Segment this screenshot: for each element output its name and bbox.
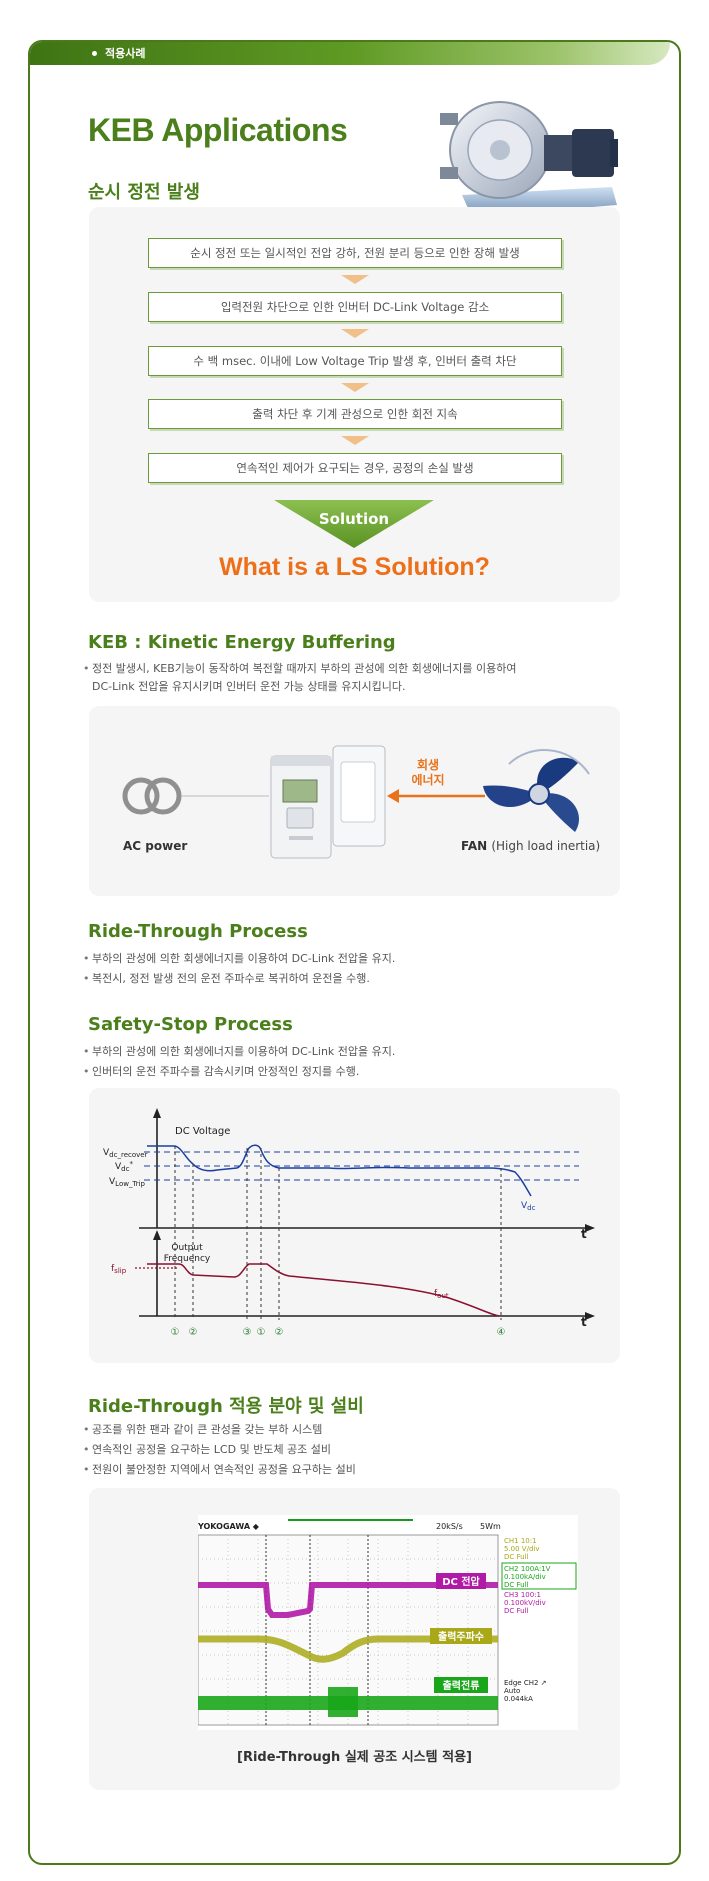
scope-ch3-line2: 0.100kV/div — [504, 1599, 546, 1607]
fan-icon — [483, 749, 590, 832]
scope-ch1-line3: DC Full — [504, 1553, 529, 1561]
scope-ch2-line2: 0.100kA/div — [504, 1573, 546, 1581]
event-marker-3: ③ — [243, 1327, 252, 1338]
flow-step-5: 연속적인 제어가 요구되는 경우, 공정의 손실 발생 — [148, 453, 562, 483]
flow-step-3: 수 백 msec. 이내에 Low Voltage Trip 발생 후, 인버터… — [148, 346, 562, 376]
dc-voltage-label: DC Voltage — [175, 1126, 230, 1137]
keb-description: 정전 발생시, KEB기능이 동작하여 복전할 때까지 부하의 관성에 의한 회… — [83, 660, 517, 696]
fan-label: FAN — [461, 839, 488, 853]
section-heading-ride-through: Ride-Through Process — [88, 921, 308, 942]
fan-caption: FAN (High load inertia) — [461, 839, 600, 853]
flow-step-2: 입력전원 차단으로 인한 인버터 DC-Link Voltage 감소 — [148, 292, 562, 322]
flow-arrow-icon — [341, 383, 369, 392]
application-bullet-1: 공조를 위한 팬과 같이 큰 관성을 갖는 부하 시스템 — [83, 1421, 322, 1439]
inverter-icon — [270, 755, 332, 859]
solution-arrow-icon — [274, 500, 434, 548]
scope-trigger-line1: Edge CH2 ↗ — [504, 1679, 547, 1687]
section-heading-power-failure: 순시 정전 발생 — [88, 182, 200, 203]
fan-note: (High load inertia) — [491, 839, 601, 853]
pump-machine-image — [440, 101, 618, 217]
section-heading-applications: Ride-Through 적용 분야 및 설비 — [88, 1396, 364, 1417]
scope-sample-rate: 20kS/s — [436, 1522, 463, 1531]
ride-through-bullet-1: 부하의 관성에 의한 회생에너지를 이용하여 DC-Link 전압을 유지. — [83, 950, 395, 968]
regen-energy-line2: 에너지 — [411, 773, 445, 787]
event-marker-1: ① — [171, 1327, 180, 1338]
ls-solution-question: What is a LS Solution? — [219, 553, 490, 581]
oscilloscope-capture: YOKOGAWA ◆ 20kS/s 5Wm DC 전압 출력주파수 출력전류 C… — [198, 1515, 578, 1730]
ride-through-bullet-2: 복전시, 정전 발생 전의 운전 주파수로 복귀하여 운전을 수행. — [83, 970, 370, 988]
scope-label-frequency: 출력주파수 — [438, 1630, 484, 1643]
regen-energy-line1: 회생 — [416, 758, 440, 772]
event-marker-6: ④ — [497, 1327, 506, 1338]
flow-arrow-icon — [341, 275, 369, 284]
time-axis-label-upper: t — [581, 1227, 587, 1241]
section-heading-safety-stop: Safety-Stop Process — [88, 1014, 293, 1035]
flow-arrow-icon — [341, 436, 369, 445]
section-heading-keb: KEB : Kinetic Energy Buffering — [88, 632, 396, 653]
scope-brand: YOKOGAWA ◆ — [198, 1522, 260, 1531]
output-frequency-label-line2: Frequency — [164, 1254, 211, 1264]
keb-diagram — [122, 745, 590, 859]
fout-curve — [147, 1263, 500, 1317]
fslip-label: fslip — [111, 1264, 127, 1275]
ac-power-icon — [122, 777, 182, 815]
time-axis-label-lower: t — [581, 1315, 587, 1329]
application-bullet-2: 연속적인 공정을 요구하는 LCD 및 반도체 공조 설비 — [83, 1441, 331, 1459]
scope-trigger-line2: Auto — [504, 1687, 520, 1695]
regen-arrow-icon — [387, 789, 399, 803]
vdc-end-label: Vdc — [521, 1201, 536, 1212]
scope-ch1-line1: CH1 10:1 — [504, 1537, 537, 1545]
scope-label-current: 출력전류 — [443, 1679, 480, 1692]
scope-ch3-line3: DC Full — [504, 1607, 529, 1615]
safety-stop-bullet-2: 인버터의 운전 주파수를 감속시키며 안정적인 정지를 수행. — [83, 1063, 359, 1081]
timing-diagram: DC Voltage Vdc_recover Vdc* VLow_Trip Vd… — [103, 1108, 595, 1338]
scope-trigger-line3: 0.044kA — [504, 1695, 533, 1703]
event-marker-5: ② — [275, 1327, 284, 1338]
solution-label: Solution — [318, 510, 390, 528]
timing-diagram-panel — [89, 1088, 620, 1363]
scope-ch2-line1: CH2 100A:1V — [504, 1565, 551, 1573]
tab-label: 적용사례 — [105, 47, 146, 60]
flow-step-4: 출력 차단 후 기계 관성으로 인한 회전 지속 — [148, 399, 562, 429]
scope-label-dc: DC 전압 — [442, 1575, 480, 1588]
flow-arrow-icon — [341, 329, 369, 338]
output-frequency-label-line1: Output — [171, 1243, 203, 1253]
page-title: KEB Applications — [88, 112, 348, 148]
scope-ch1-line2: 5.00 V/div — [504, 1545, 540, 1553]
vdc-star-label: Vdc* — [115, 1160, 133, 1173]
flow-step-1: 순시 정전 또는 일시적인 전압 강하, 전원 분리 등으로 인한 장해 발생 — [148, 238, 562, 268]
keb-description-line1: 정전 발생시, KEB기능이 동작하여 복전할 때까지 부하의 관성에 의한 회… — [92, 662, 517, 675]
scope-ch3-line1: CH3 100:1 — [504, 1591, 541, 1599]
scope-caption: [Ride-Through 실제 공조 시스템 적용] — [237, 1750, 472, 1765]
keb-description-line2: DC-Link 전압을 유지시키며 인버터 운전 가능 상태를 유지시킵니다. — [92, 680, 406, 693]
vlow-trip-label: VLow_Trip — [109, 1177, 146, 1188]
event-marker-4: ① — [257, 1327, 266, 1338]
scope-time-div: 5Wm — [480, 1522, 501, 1531]
scope-ch2-line3: DC Full — [504, 1581, 529, 1589]
fout-label: fout — [434, 1289, 449, 1300]
safety-stop-bullet-1: 부하의 관성에 의한 회생에너지를 이용하여 DC-Link 전압을 유지. — [83, 1043, 395, 1061]
event-marker-2: ② — [189, 1327, 198, 1338]
section-tab: 적용사례 — [30, 42, 670, 65]
vdc-curve — [147, 1144, 532, 1197]
tab-bullet-icon — [92, 51, 97, 56]
vdc-recover-label: Vdc_recover — [103, 1148, 148, 1159]
application-bullet-3: 전원이 불안정한 지역에서 연속적인 공정을 요구하는 설비 — [83, 1461, 356, 1479]
regen-energy-label: 회생 에너지 — [403, 758, 453, 788]
ac-power-label: AC power — [123, 839, 188, 853]
inverter-secondary-icon — [332, 745, 386, 847]
